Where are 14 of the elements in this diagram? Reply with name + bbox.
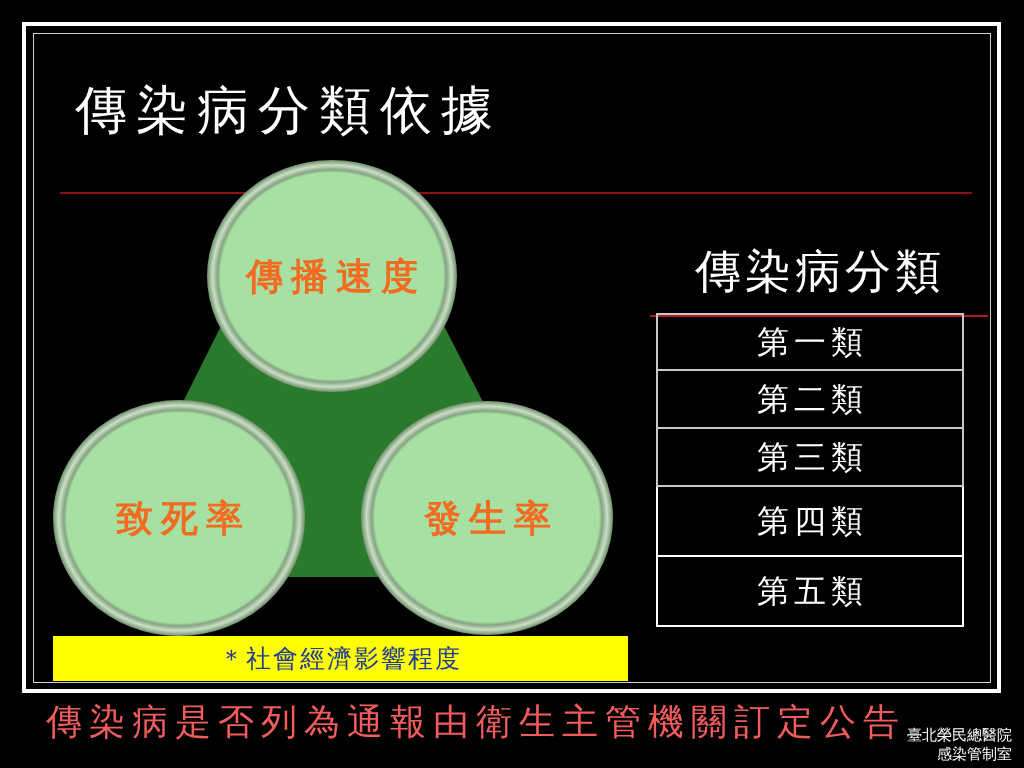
table-row: 第一類	[656, 313, 964, 371]
circle-label: 致死率	[114, 496, 251, 540]
footer-text: 臺北榮民總醫院	[907, 726, 1012, 745]
slide-title: 傳染病分類依據	[75, 80, 502, 140]
table-row: 第四類	[656, 487, 964, 557]
table-row: 第二類	[656, 371, 964, 429]
footer-text: 感染管制室	[937, 745, 1012, 764]
circle-label: 發生率	[422, 496, 559, 540]
table-heading: 傳染病分類	[695, 244, 945, 298]
circle-label: 傳播速度	[244, 254, 426, 298]
table-row: 第五類	[656, 557, 964, 627]
caption: 傳染病是否列為通報由衛生主管機關訂定公告	[46, 700, 906, 744]
highlight-band: ＊社會經濟影響程度	[53, 636, 628, 681]
table-row: 第三類	[656, 429, 964, 487]
